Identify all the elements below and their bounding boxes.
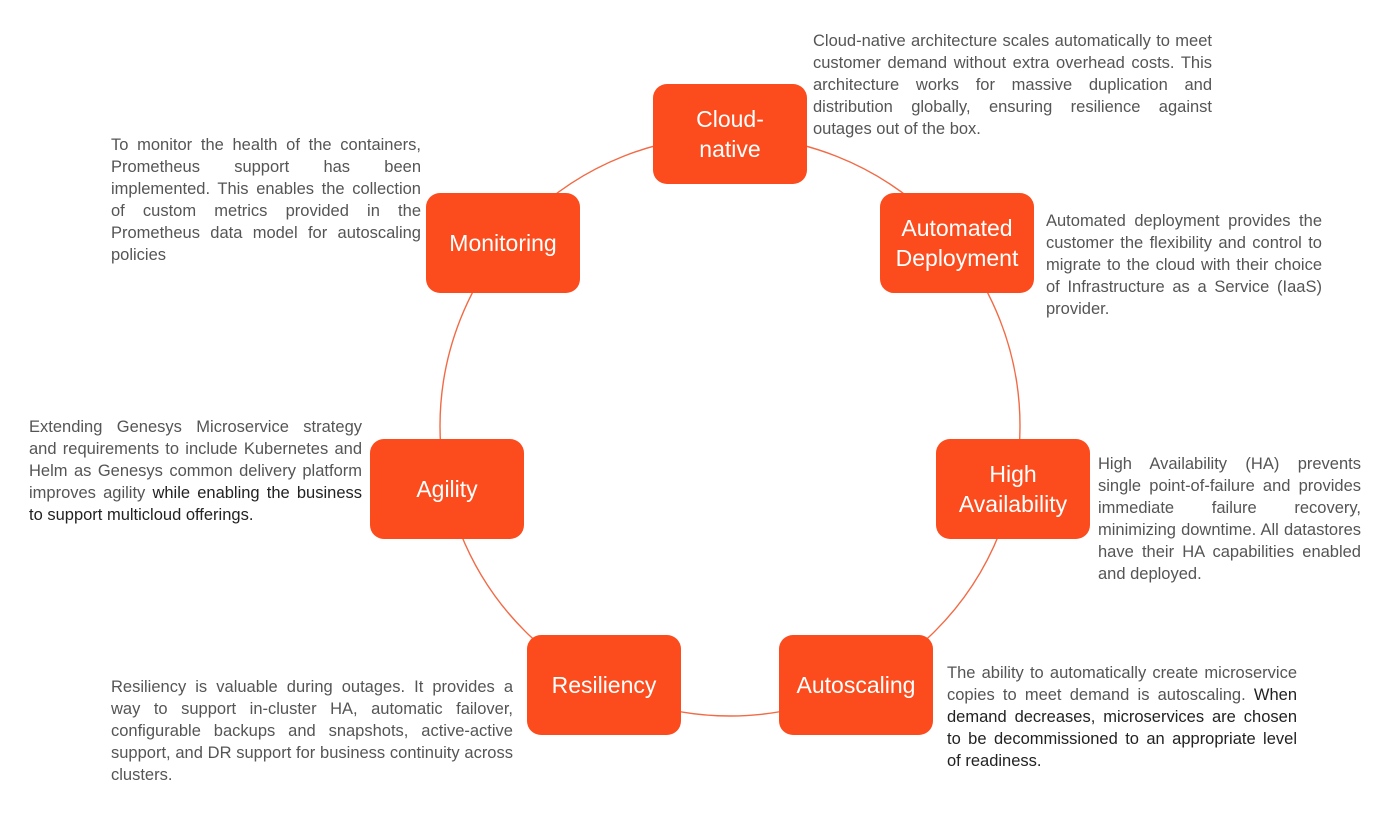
node-monitoring-label: Monitoring <box>449 230 557 256</box>
node-automated-deployment: Automated Deployment <box>880 193 1034 293</box>
node-resiliency-label: Resiliency <box>551 672 657 698</box>
node-agility: Agility <box>370 439 524 539</box>
node-high-availability-label-line1: High <box>989 461 1037 487</box>
description-high-availability: High Availability (HA) prevents single p… <box>1098 455 1361 583</box>
description-autoscaling-part2: When demand decreases, microservices are… <box>947 686 1297 770</box>
node-agility-label: Agility <box>416 476 478 502</box>
node-cloud-native: Cloud- native <box>653 84 807 184</box>
node-cloud-native-label-line2: native <box>699 136 761 162</box>
node-resiliency: Resiliency <box>527 635 681 735</box>
node-automated-deployment-label-line2: Deployment <box>895 245 1019 271</box>
node-cloud-native-label-line1: Cloud- <box>696 106 764 132</box>
node-autoscaling: Autoscaling <box>779 635 933 735</box>
node-monitoring: Monitoring <box>426 193 580 293</box>
description-autoscaling-part1: The ability to automatically create micr… <box>947 664 1297 704</box>
description-automated-deployment: Automated deployment provides the custom… <box>1046 212 1322 318</box>
node-high-availability: High Availability <box>936 439 1090 539</box>
node-autoscaling-label: Autoscaling <box>796 672 916 698</box>
description-resiliency: Resiliency is valuable during outages. I… <box>111 678 513 784</box>
node-automated-deployment-label-line1: Automated <box>901 215 1013 241</box>
description-agility-part1: Extending Genesys Microservice strategy … <box>29 418 362 502</box>
description-cloud-native: Cloud-native architecture scales automat… <box>813 32 1212 138</box>
node-high-availability-label-line2: Availability <box>958 491 1068 517</box>
description-monitoring: To monitor the health of the containers,… <box>111 136 421 264</box>
description-agility-part2: while enabling the business to support m… <box>29 484 362 524</box>
description-agility: Extending Genesys Microservice strategy … <box>29 416 362 526</box>
description-autoscaling: The ability to automatically create micr… <box>947 662 1297 772</box>
